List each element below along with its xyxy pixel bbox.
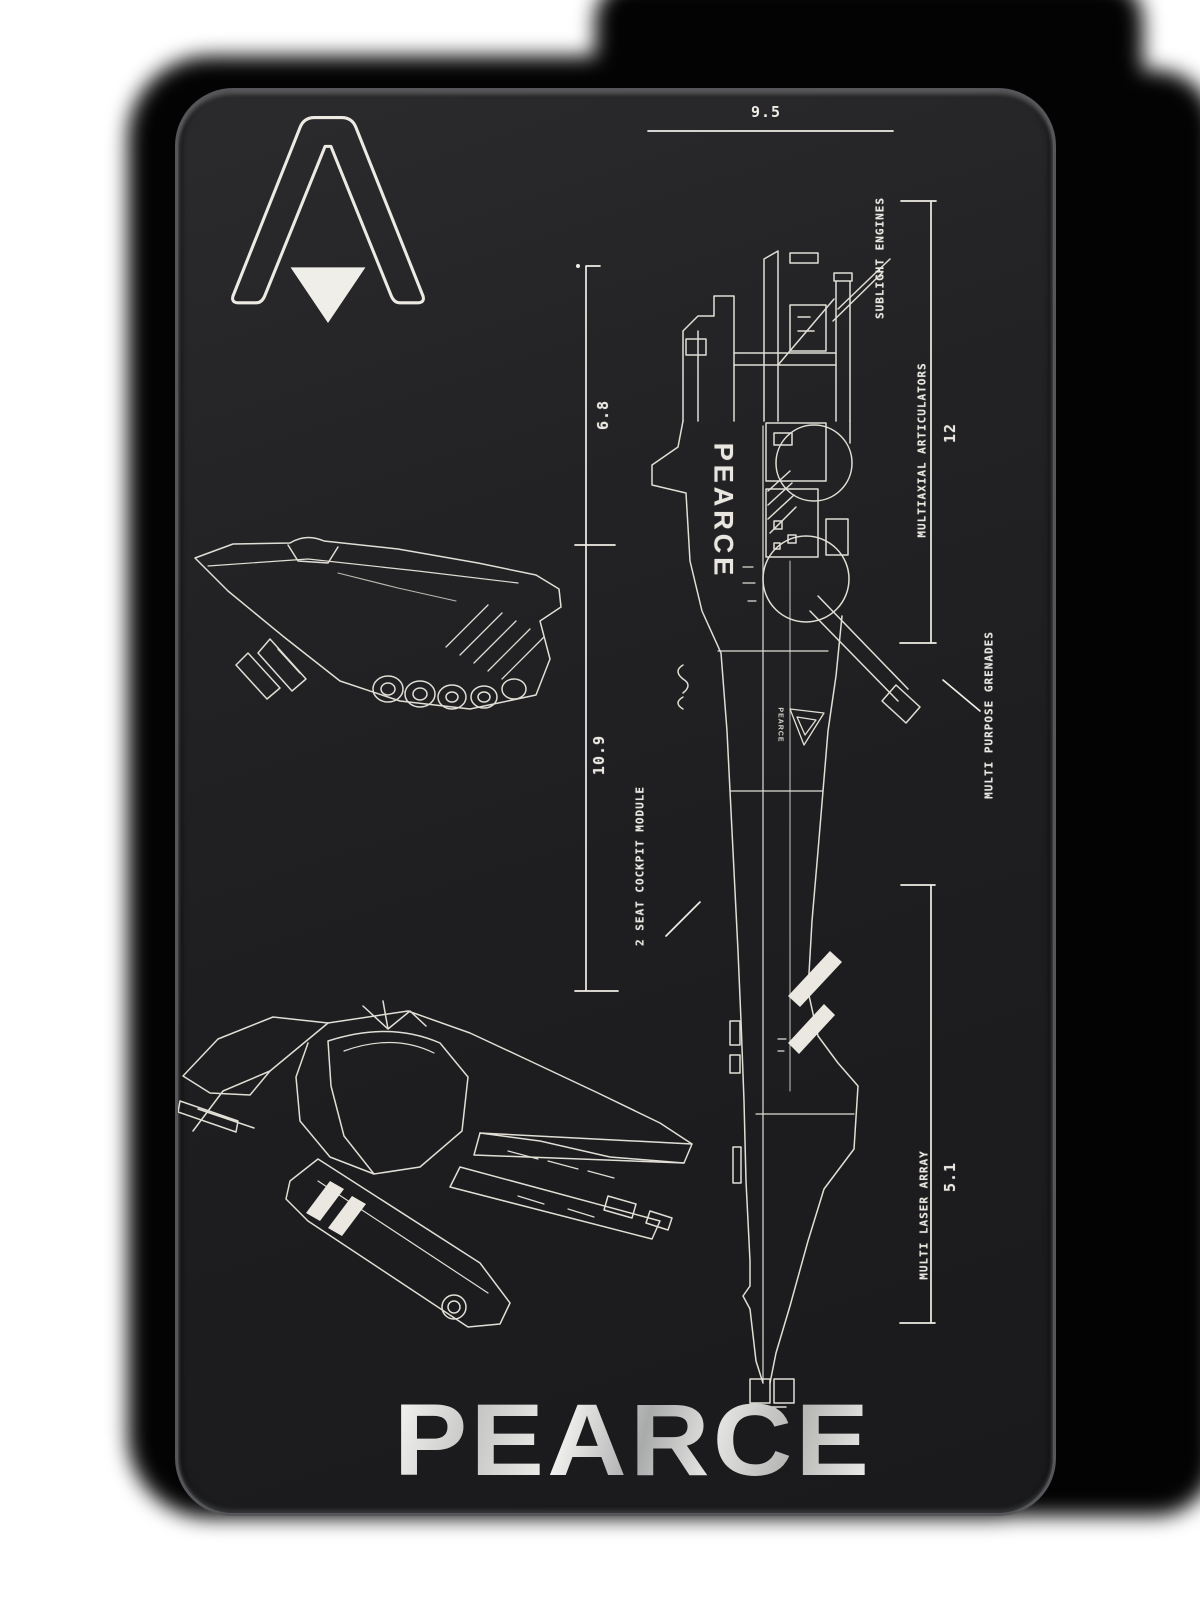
callout-multiaxial-articulators: MULTIAXIAL ARTICULATORS [915, 362, 929, 538]
top-view-ship-drawing [651, 250, 921, 1408]
callout-cockpit-module: 2 SEAT COCKPIT MODULE [633, 785, 647, 947]
dim-overall-width: 9.5 [750, 103, 782, 121]
dimension-lines [574, 130, 981, 1324]
dim-fuselage: 10.9 [590, 734, 608, 776]
rear-view-ship-drawing [194, 536, 562, 710]
logo-triangle-icon [290, 267, 366, 323]
engraved-card: 9.5 SUBLIGHT ENGINES MULTIAXIAL ARTICULA… [175, 88, 1056, 1516]
hull-badge-text: PEARCE [776, 707, 784, 743]
dim-laser-array-span: 5.1 [941, 1161, 959, 1193]
callout-multi-purpose-grenades: MULTI PURPOSE GRENADES [982, 631, 996, 799]
callout-sublight-engines: SUBLIGHT ENGINES [873, 197, 887, 319]
dim-engine-section: 6.8 [594, 399, 612, 431]
brand-logo [231, 116, 425, 323]
dim-articulator-span: 12 [941, 422, 959, 444]
hull-badge-triangle-icon [789, 708, 825, 746]
callout-multi-laser-array: MULTI LASER ARRAY [917, 1150, 931, 1280]
front-view-ship-drawing [178, 1000, 693, 1328]
ship-name-wordmark: PEARCE [393, 1383, 873, 1497]
blueprint-line-art [178, 130, 981, 1408]
hull-stripes [306, 1181, 366, 1236]
hull-stripes [788, 951, 842, 1054]
hull-name-text: PEARCE [708, 442, 739, 580]
chevron-logo-outline [231, 116, 425, 305]
